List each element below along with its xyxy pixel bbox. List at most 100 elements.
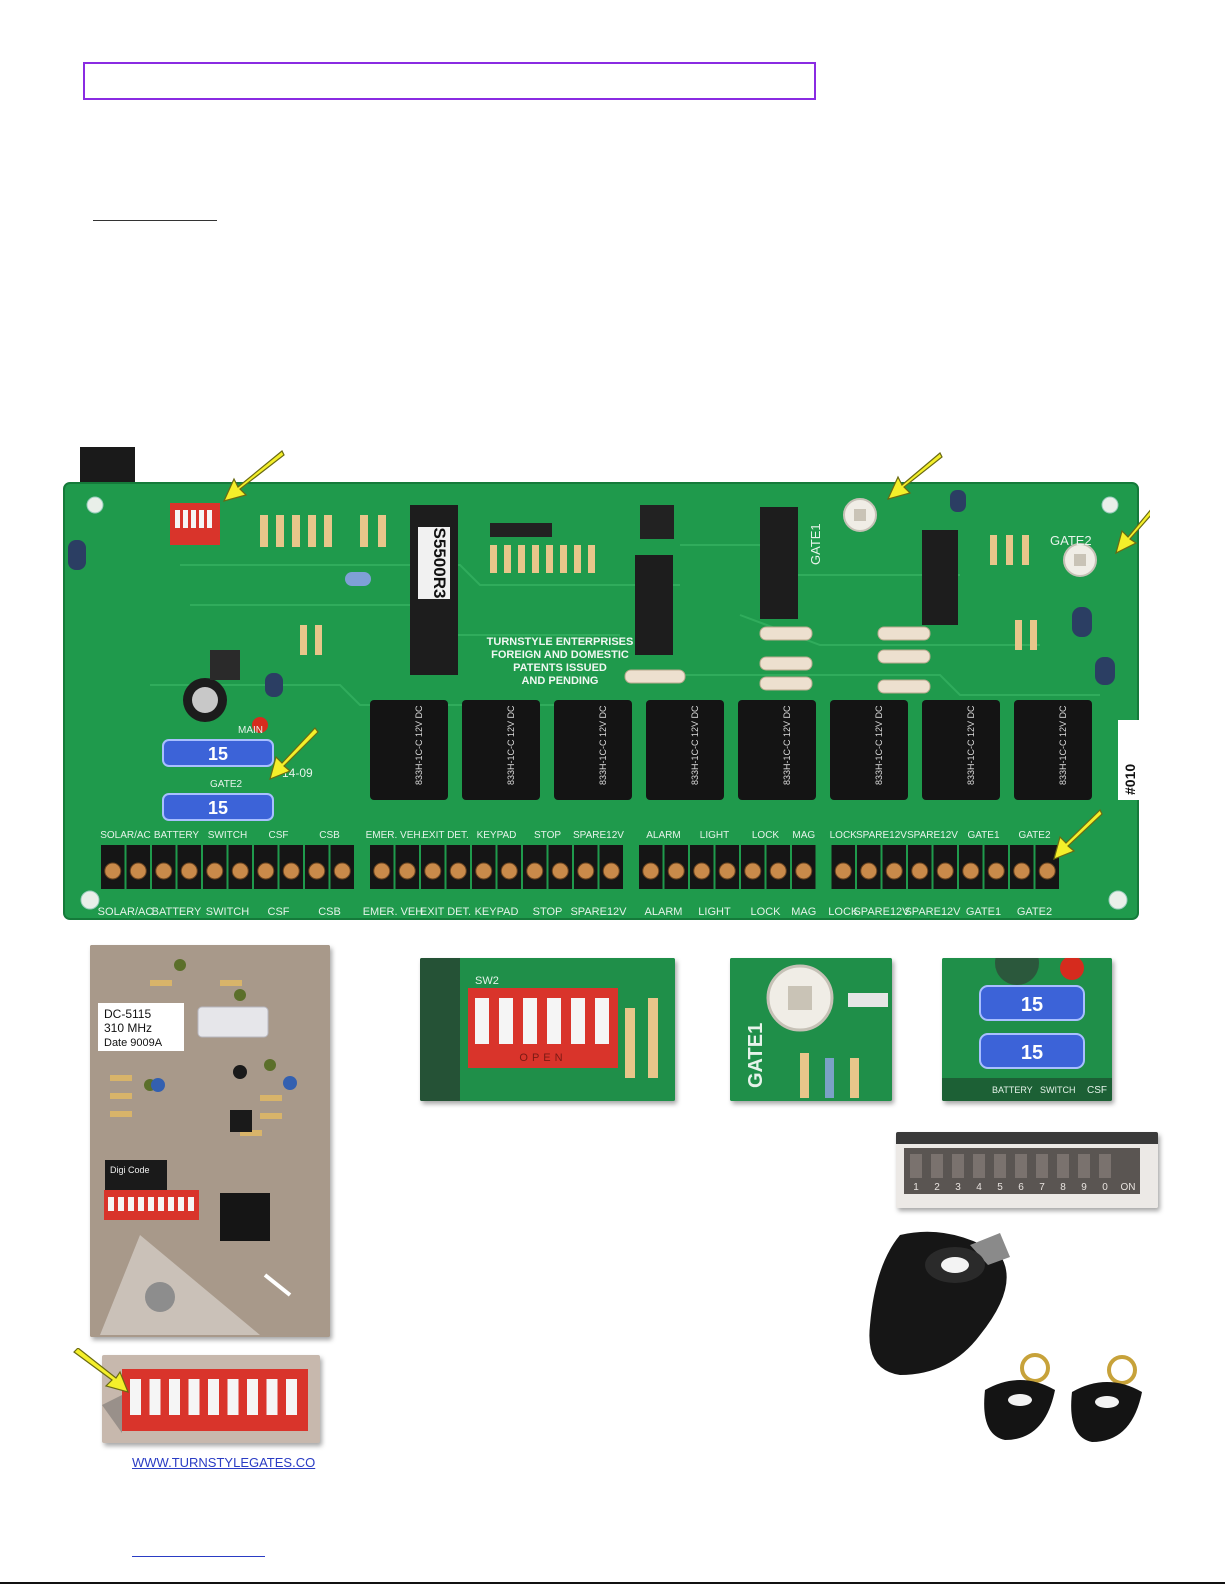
dip10-number: 2 xyxy=(934,1182,940,1193)
dip-toggle[interactable] xyxy=(994,1154,1006,1178)
terminal-screw[interactable] xyxy=(1013,862,1031,880)
terminal-label-top: BATTERY xyxy=(154,830,200,841)
maker-line-2: FOREIGN AND DOMESTIC xyxy=(491,649,629,661)
dip10-number: 9 xyxy=(1081,1182,1087,1193)
receiver-coil xyxy=(197,1006,269,1038)
footer-website-link[interactable]: WWW.TURNSTYLEGATES.CO xyxy=(132,1455,316,1470)
relay-label: 833H-1C-C 12V DC xyxy=(874,705,884,785)
terminal-screw[interactable] xyxy=(885,862,903,880)
dip-toggle[interactable] xyxy=(910,1154,922,1178)
dip-toggle[interactable] xyxy=(547,998,561,1044)
trimpot-gate2-label: GATE2 xyxy=(1050,533,1092,548)
dip-toggle[interactable] xyxy=(1099,1154,1111,1178)
title-box xyxy=(83,62,816,100)
terminal-screw[interactable] xyxy=(1038,862,1056,880)
terminal-screw[interactable] xyxy=(282,862,300,880)
dip-toggle[interactable] xyxy=(169,1379,180,1415)
terminal-screw[interactable] xyxy=(718,862,736,880)
footer-link-underline xyxy=(132,1556,265,1557)
relay: 833H-1C-C 12V DC xyxy=(646,700,724,800)
chip-ic7 xyxy=(635,555,673,655)
receiver-dip-closeup xyxy=(102,1355,320,1443)
terminal-screw[interactable] xyxy=(744,862,762,880)
terminal-label: MAG xyxy=(791,906,816,918)
relay-label: 833H-1C-C 12V DC xyxy=(1058,705,1068,785)
terminal-screw[interactable] xyxy=(206,862,224,880)
remote-button-icon xyxy=(941,1257,969,1273)
closeup-trimpot-label: GATE1 xyxy=(745,1023,767,1088)
terminal-screw[interactable] xyxy=(987,862,1005,880)
dip-toggle[interactable] xyxy=(227,1379,239,1415)
dip-toggle[interactable] xyxy=(1036,1154,1048,1178)
dip-toggle[interactable] xyxy=(973,1154,985,1178)
terminal-screw[interactable] xyxy=(449,862,467,880)
dip-toggle[interactable] xyxy=(247,1379,258,1415)
dip-toggle[interactable] xyxy=(1015,1154,1027,1178)
closeup-battery-label: BATTERY xyxy=(992,1085,1033,1095)
arrow-trimpot-gate2 xyxy=(1115,509,1150,555)
terminal-label: ALARM xyxy=(645,906,683,918)
terminal-label-top: LOCK xyxy=(830,830,858,841)
dip-toggle[interactable] xyxy=(188,1379,200,1415)
terminal-screw[interactable] xyxy=(834,862,852,880)
relay: 833H-1C-C 12V DC xyxy=(922,700,1000,800)
terminal-screw[interactable] xyxy=(962,862,980,880)
terminal-label: GATE2 xyxy=(1017,906,1052,918)
dip-toggle[interactable] xyxy=(208,1379,219,1415)
dip-toggle[interactable] xyxy=(149,1379,161,1415)
terminal-screw[interactable] xyxy=(642,862,660,880)
dip10-number: 8 xyxy=(1060,1182,1066,1193)
terminal-label-top: SWITCH xyxy=(208,830,247,841)
closeup-dip-label: SW2 xyxy=(475,975,499,987)
terminal-screw[interactable] xyxy=(180,862,198,880)
terminal-screw[interactable] xyxy=(231,862,249,880)
terminal-screw[interactable] xyxy=(795,862,813,880)
dip-toggle[interactable] xyxy=(475,998,489,1044)
dip-toggle[interactable] xyxy=(499,998,513,1044)
relay-label: 833H-1C-C 12V DC xyxy=(782,705,792,785)
terminal-label: EMER. VEH. xyxy=(363,906,427,918)
dip-toggle[interactable] xyxy=(1078,1154,1090,1178)
terminal-screw[interactable] xyxy=(104,862,122,880)
fuse-main-label: MAIN xyxy=(238,725,263,736)
terminal-screw[interactable] xyxy=(500,862,518,880)
terminal-screw[interactable] xyxy=(693,862,711,880)
dip-toggle[interactable] xyxy=(931,1154,943,1178)
dip-toggle[interactable] xyxy=(130,1379,141,1415)
terminal-screw[interactable] xyxy=(860,862,878,880)
dip10-on: ON xyxy=(1121,1182,1136,1193)
terminal-label: KEYPAD xyxy=(475,906,519,918)
terminal-label: STOP xyxy=(533,906,563,918)
terminal-screw[interactable] xyxy=(936,862,954,880)
terminal-screw[interactable] xyxy=(577,862,595,880)
terminal-label: EXIT DET. xyxy=(420,906,471,918)
dip-toggle[interactable] xyxy=(571,998,585,1044)
terminal-screw[interactable] xyxy=(911,862,929,880)
dip-toggle[interactable] xyxy=(595,998,609,1044)
trimpot-gate1-label: GATE1 xyxy=(808,523,823,565)
arrow-receiver-dip xyxy=(73,1348,130,1393)
terminal-screw[interactable] xyxy=(129,862,147,880)
terminal-screw[interactable] xyxy=(398,862,416,880)
dip-toggle[interactable] xyxy=(266,1379,278,1415)
terminal-screw[interactable] xyxy=(667,862,685,880)
terminal-screw[interactable] xyxy=(424,862,442,880)
terminal-screw[interactable] xyxy=(308,862,326,880)
dip-toggle[interactable] xyxy=(952,1154,964,1178)
terminal-screw[interactable] xyxy=(526,862,544,880)
terminal-screw[interactable] xyxy=(475,862,493,880)
terminal-screw[interactable] xyxy=(769,862,787,880)
chip-ic9 xyxy=(922,530,958,625)
dip-toggle[interactable] xyxy=(523,998,537,1044)
terminal-screw[interactable] xyxy=(155,862,173,880)
dip-toggle[interactable] xyxy=(1057,1154,1069,1178)
dip-toggle[interactable] xyxy=(286,1379,297,1415)
terminal-label: SPARE12V xyxy=(570,906,627,918)
terminal-screw[interactable] xyxy=(373,862,391,880)
terminal-screw[interactable] xyxy=(333,862,351,880)
terminal-screw[interactable] xyxy=(602,862,620,880)
terminal-screw[interactable] xyxy=(257,862,275,880)
arrow-fuse xyxy=(269,727,319,781)
terminal-screw[interactable] xyxy=(551,862,569,880)
receiver-label-line-3: Date 9009A xyxy=(104,1037,163,1049)
